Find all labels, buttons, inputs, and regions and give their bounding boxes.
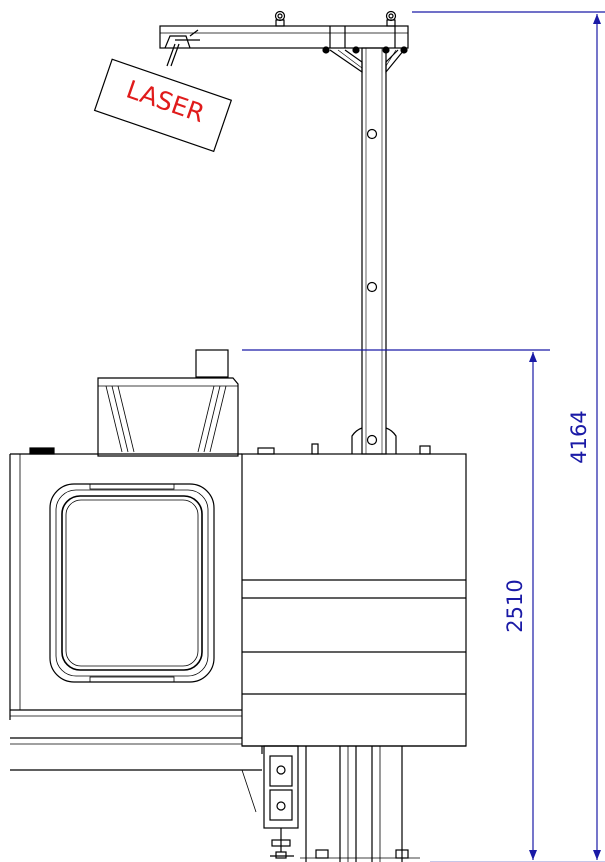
- drive-assembly: [263, 745, 299, 859]
- machine-outline: [9, 10, 467, 862]
- vertical-column: [351, 47, 397, 455]
- laser-unit: [93, 58, 233, 153]
- conveyor: [10, 737, 262, 813]
- dimension-lines: [242, 11, 605, 862]
- dimension-label-machine: 2510: [503, 579, 527, 632]
- dimension-label-total: 4164: [567, 410, 591, 463]
- column-gussets: [329, 49, 405, 74]
- support-legs: [300, 746, 420, 862]
- hopper: [97, 349, 239, 457]
- left-cabinet: [9, 447, 242, 720]
- main-body: [241, 443, 467, 754]
- gantry-arm: [159, 10, 409, 54]
- laser-hanger: [166, 43, 176, 67]
